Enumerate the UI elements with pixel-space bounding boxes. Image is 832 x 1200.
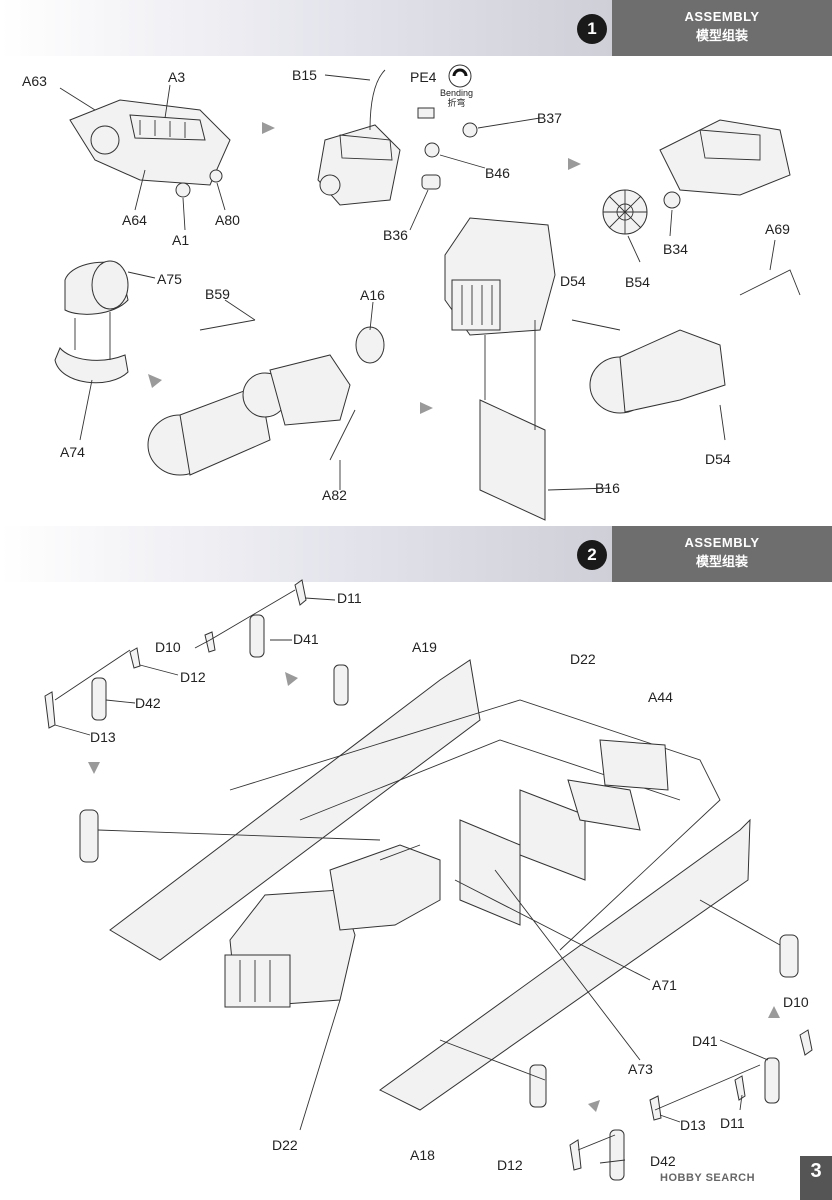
step-title-zh: 模型组装 xyxy=(695,28,748,43)
engine-on-chassis-drawing xyxy=(224,844,651,1131)
engine-fan-drawing xyxy=(147,299,385,490)
step-title-en: ASSEMBLY xyxy=(684,9,760,24)
bending-note-en: Bending xyxy=(440,88,474,98)
part-label-a71: A71 xyxy=(652,977,677,993)
part-label-a16: A16 xyxy=(360,287,385,303)
step-title: ASSEMBLY 模型组装 xyxy=(612,526,832,570)
part-label-d54-top: D54 xyxy=(560,273,586,289)
part-label-b37: B37 xyxy=(537,110,562,126)
engine-block-drawing xyxy=(59,84,231,231)
part-label-b34: B34 xyxy=(663,241,688,257)
step-title-en: ASSEMBLY xyxy=(684,535,760,550)
step-title-zh: 模型组装 xyxy=(695,554,748,569)
step-1-banner: 1 ASSEMBLY 模型组装 xyxy=(0,0,832,56)
engine-b15-drawing xyxy=(317,64,541,231)
step-number: 2 xyxy=(577,540,607,570)
chassis-frame-drawing xyxy=(79,659,799,1111)
arrow-down-icon xyxy=(88,762,100,774)
part-label-a75: A75 xyxy=(157,271,182,287)
part-label-a80: A80 xyxy=(215,212,240,228)
step-2-banner: 2 ASSEMBLY 模型组装 xyxy=(0,526,832,582)
part-label-b54: B54 xyxy=(625,274,650,290)
part-label-d54-bottom: D54 xyxy=(705,451,731,467)
part-label-d42-bottom: D42 xyxy=(650,1153,676,1169)
part-label-d41-top: D41 xyxy=(293,631,319,647)
arrow-right-icon xyxy=(568,158,581,170)
part-label-d42-top: D42 xyxy=(135,695,161,711)
part-label-b46: B46 xyxy=(485,165,510,181)
bending-note: Bending 折弯 xyxy=(440,88,474,109)
part-label-d13-bottom: D13 xyxy=(680,1117,706,1133)
radiator-drawing xyxy=(444,217,611,521)
engine-b54-drawing xyxy=(602,119,791,263)
part-label-a73: A73 xyxy=(628,1061,653,1077)
part-label-d11-bottom: D11 xyxy=(720,1115,745,1131)
part-label-d12-bottom: D12 xyxy=(497,1157,523,1173)
arrow-down-right-icon xyxy=(285,672,298,686)
part-label-d10-bottom: D10 xyxy=(783,994,809,1010)
part-label-a82: A82 xyxy=(322,487,347,503)
arrow-up-left-icon xyxy=(588,1100,600,1112)
part-label-d22-bottom: D22 xyxy=(272,1137,298,1153)
part-label-a44: A44 xyxy=(648,689,673,705)
part-label-d13-top: D13 xyxy=(90,729,116,745)
part-label-b16: B16 xyxy=(595,480,620,496)
part-label-a18: A18 xyxy=(410,1147,435,1163)
fan-shroud-drawing xyxy=(54,260,156,441)
part-label-d10-top: D10 xyxy=(155,639,181,655)
step-title: ASSEMBLY 模型组装 xyxy=(612,0,832,44)
part-label-a19: A19 xyxy=(412,639,437,655)
step-number: 1 xyxy=(577,14,607,44)
arrow-down-right-icon xyxy=(148,374,162,388)
part-label-pe4: PE4 xyxy=(410,69,437,85)
watermark: HOBBY SEARCH xyxy=(660,1172,756,1184)
part-label-d41-bottom: D41 xyxy=(692,1033,718,1049)
part-label-a63: A63 xyxy=(22,73,47,89)
part-label-d22-top: D22 xyxy=(570,651,596,667)
part-label-d12-top: D12 xyxy=(180,669,206,685)
part-label-d11-top: D11 xyxy=(337,590,362,606)
arrow-up-icon xyxy=(768,1006,780,1018)
part-label-a69: A69 xyxy=(765,221,790,237)
part-label-a74: A74 xyxy=(60,444,85,460)
part-label-a64: A64 xyxy=(122,212,147,228)
arrow-right-icon xyxy=(262,122,275,134)
part-label-a3: A3 xyxy=(168,69,186,85)
shock-absorbers-top-drawing xyxy=(44,579,336,736)
engine-radiator-drawing xyxy=(571,239,801,441)
page-number: 3 xyxy=(800,1156,832,1200)
bending-note-zh: 折弯 xyxy=(447,97,466,108)
part-label-a1: A1 xyxy=(172,232,190,248)
arrow-right-icon xyxy=(420,402,433,414)
part-label-b36: B36 xyxy=(383,227,408,243)
part-label-b15: B15 xyxy=(292,67,317,83)
shock-absorbers-bottom-drawing xyxy=(569,1029,813,1181)
part-label-b59: B59 xyxy=(205,286,230,302)
